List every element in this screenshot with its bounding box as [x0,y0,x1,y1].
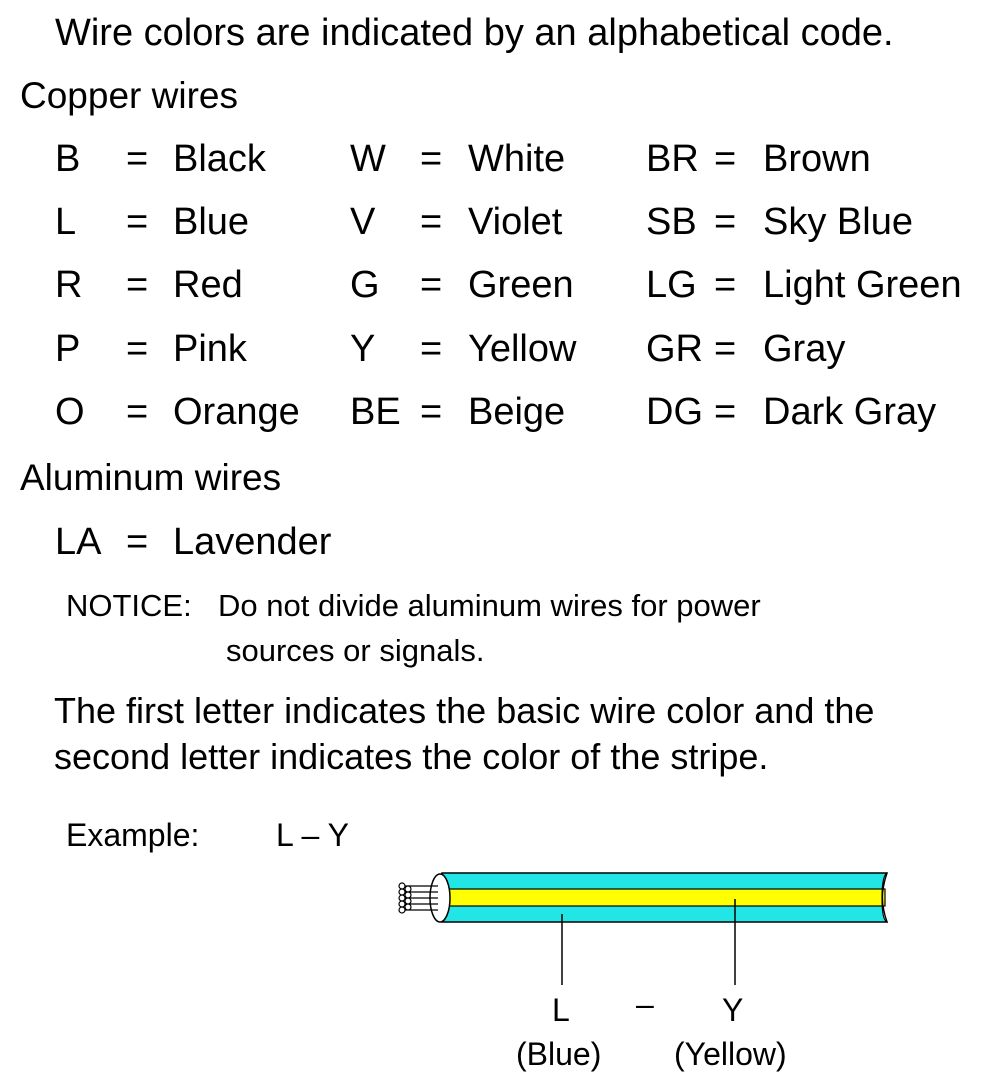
base-letter: L [552,992,570,1028]
copper-code-v: V [350,201,376,243]
copper-equals-v: = [420,201,443,243]
copper-color-name-lg: Light Green [763,264,962,306]
copper-heading: Copper wires [20,75,238,116]
copper-equals-r: = [126,264,149,306]
copper-color-name-gr: Gray [763,328,846,370]
wire-insulation-ring [429,873,451,923]
copper-color-name-l: Blue [173,201,250,243]
aluminum-equals: = [126,521,149,563]
copper-code-dg: DG [646,391,703,433]
copper-equals-sb: = [714,201,737,243]
copper-code-lg: LG [646,264,697,306]
copper-color-name-dg: Dark Gray [763,391,937,433]
notice-line-2: sources or signals. [226,633,485,668]
copper-code-sb: SB [646,201,697,243]
copper-color-name-v: Violet [468,201,563,243]
explanation-line-2: second letter indicates the color of the… [54,736,769,777]
copper-code-w: W [350,138,386,180]
aluminum-code: LA [55,521,102,563]
base-color-name: (Blue) [516,1036,602,1072]
example-label: Example: [66,817,200,853]
copper-equals-o: = [126,391,149,433]
wire-stripe-band [441,888,886,907]
copper-equals-w: = [420,138,443,180]
copper-equals-gr: = [714,328,737,370]
wire-base-color-band [441,872,889,923]
copper-color-name-be: Beige [468,391,566,433]
notice-label: NOTICE: [66,588,192,623]
notice-line-1: Do not divide aluminum wires for power [218,588,761,623]
copper-color-name-y: Yellow [468,328,577,370]
copper-code-g: G [350,264,380,306]
copper-equals-g: = [420,264,443,306]
aluminum-heading: Aluminum wires [20,457,282,498]
copper-code-p: P [55,328,81,370]
copper-equals-dg: = [714,391,737,433]
example-dash: – [636,986,654,1022]
copper-equals-b: = [126,138,149,180]
copper-equals-lg: = [714,264,737,306]
copper-equals-l: = [126,201,149,243]
aluminum-color-name: Lavender [173,521,332,563]
copper-equals-y: = [420,328,443,370]
copper-color-name-o: Orange [173,391,300,433]
wire-end-cap [881,872,889,924]
copper-code-be: BE [350,391,401,433]
copper-color-name-br: Brown [763,138,871,180]
stripe-color-name: (Yellow) [674,1036,787,1072]
copper-color-name-r: Red [173,264,243,306]
copper-equals-be: = [420,391,443,433]
copper-equals-br: = [714,138,737,180]
copper-code-o: O [55,391,85,433]
stripe-letter: Y [722,992,744,1028]
copper-equals-p: = [126,328,149,370]
intro-text: Wire colors are indicated by an alphabet… [55,12,894,54]
copper-code-l: L [55,201,77,243]
copper-code-b: B [55,138,81,180]
example-code: L – Y [276,817,349,853]
copper-color-name-p: Pink [173,328,247,370]
copper-code-gr: GR [646,328,703,370]
copper-color-name-g: Green [468,264,574,306]
copper-color-name-b: Black [173,138,266,180]
explanation-line-1: The first letter indicates the basic wir… [54,690,875,731]
copper-code-br: BR [646,138,699,180]
copper-code-y: Y [350,328,376,370]
copper-color-name-w: White [468,138,566,180]
copper-code-r: R [55,264,83,306]
copper-color-name-sb: Sky Blue [763,201,913,243]
wire-strands [398,882,438,914]
